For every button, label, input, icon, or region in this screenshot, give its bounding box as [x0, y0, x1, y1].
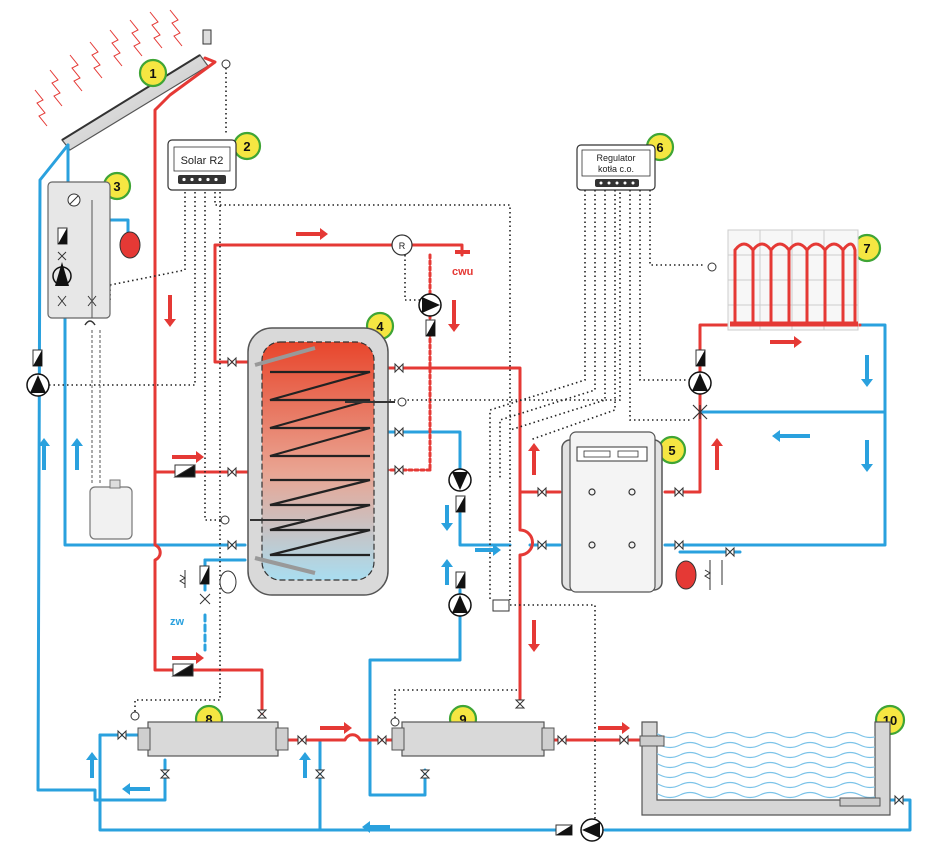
valves — [117, 356, 904, 806]
svg-text:1: 1 — [149, 66, 156, 81]
pump-dhw-circulation — [418, 293, 442, 337]
boiler-controller: Regulator kotła c.o. — [576, 144, 656, 191]
heat-exchanger-8 — [130, 711, 289, 757]
pump-solar-circuit — [26, 349, 50, 397]
svg-text:2: 2 — [243, 139, 250, 154]
control-wiring — [45, 68, 705, 820]
cold-water-label: zw — [170, 616, 185, 628]
hot-water-tank — [220, 327, 407, 596]
swimming-pool — [639, 721, 891, 816]
solar-controller-label: Solar R2 — [181, 155, 224, 167]
svg-text:3: 3 — [113, 179, 120, 194]
antifreeze-container — [89, 330, 133, 540]
solar-collector — [34, 9, 231, 151]
sun-rays — [34, 9, 183, 127]
pump-heating-circuit — [688, 349, 712, 420]
boiler-controller-label-line1: Regulator — [596, 153, 635, 163]
heat-exchanger-9 — [390, 717, 555, 757]
pump-tank-loading — [448, 468, 472, 513]
solar-controller: Solar R2 — [167, 139, 237, 191]
svg-text:5: 5 — [668, 443, 675, 458]
badge-2: 2 — [232, 131, 262, 161]
solar-pump-station — [47, 181, 141, 326]
boiler — [561, 431, 663, 593]
thermostat-symbol: R — [399, 241, 406, 251]
svg-text:9: 9 — [459, 712, 466, 727]
flow-arrows — [38, 228, 873, 833]
badge-1: 1 — [138, 58, 168, 88]
svg-text:4: 4 — [376, 319, 384, 334]
cold-water-inlet: zw — [170, 565, 237, 628]
pump-exchanger-9 — [448, 571, 510, 617]
thermostat-valve: R — [391, 234, 413, 256]
svg-text:8: 8 — [205, 712, 212, 727]
svg-text:6: 6 — [656, 140, 663, 155]
expansion-vessel-boiler — [675, 560, 723, 590]
boiler-controller-label-line2: kotła c.o. — [598, 164, 634, 174]
svg-text:7: 7 — [863, 241, 870, 256]
badge-5: 5 — [657, 435, 687, 465]
radiator — [707, 229, 859, 331]
dhw-outlet: cwu — [452, 250, 473, 278]
hot-water-label: cwu — [452, 266, 473, 278]
pump-pool-circuit — [555, 818, 604, 842]
